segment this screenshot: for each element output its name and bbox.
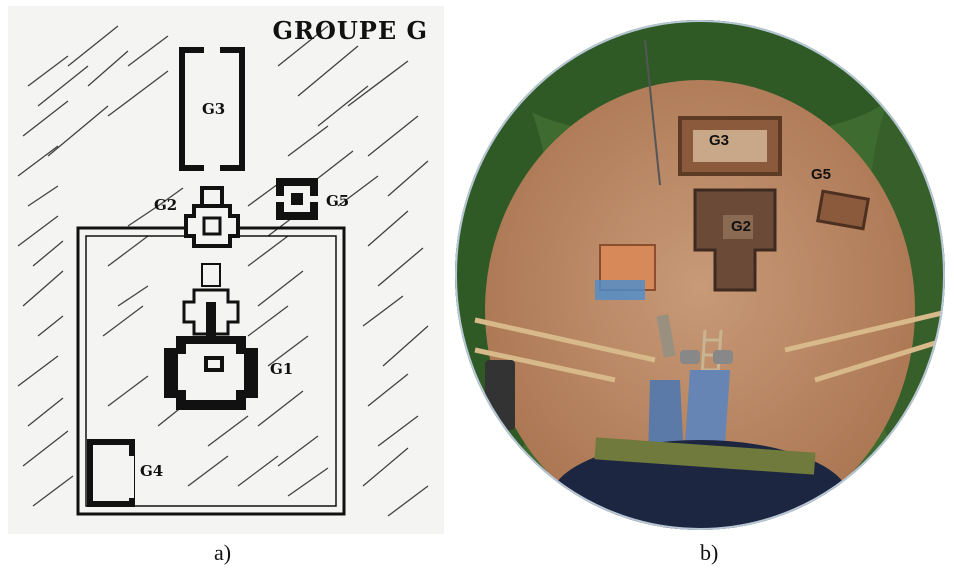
g4-structure [87,439,135,507]
fisheye-photo-graphic [455,20,945,530]
site-plan-drawing: GROUPE G G3 G2 G5 G1 G4 [8,6,444,534]
site-plan-sketch [17,25,429,517]
g1-structure [164,263,258,410]
label-g2: G2 [154,196,178,214]
label-g4: G4 [140,462,164,480]
photo-label-g3: G3 [709,132,730,149]
g5-structure [276,178,318,220]
label-g5: G5 [326,192,350,210]
label-g1: G1 [270,360,294,378]
label-g3: G3 [202,100,226,118]
g2-ruin [693,188,777,292]
g5-ruin [816,189,870,231]
photo-label-g5: G5 [811,166,832,183]
caption-a: a) [214,540,232,565]
map-title: GROUPE G [272,16,428,45]
hatching [17,25,429,517]
fisheye-photo: G3 G2 G5 [455,20,954,530]
caption-b: b) [700,540,719,565]
photo-label-g2: G2 [731,218,752,235]
g2-structure [184,186,240,248]
